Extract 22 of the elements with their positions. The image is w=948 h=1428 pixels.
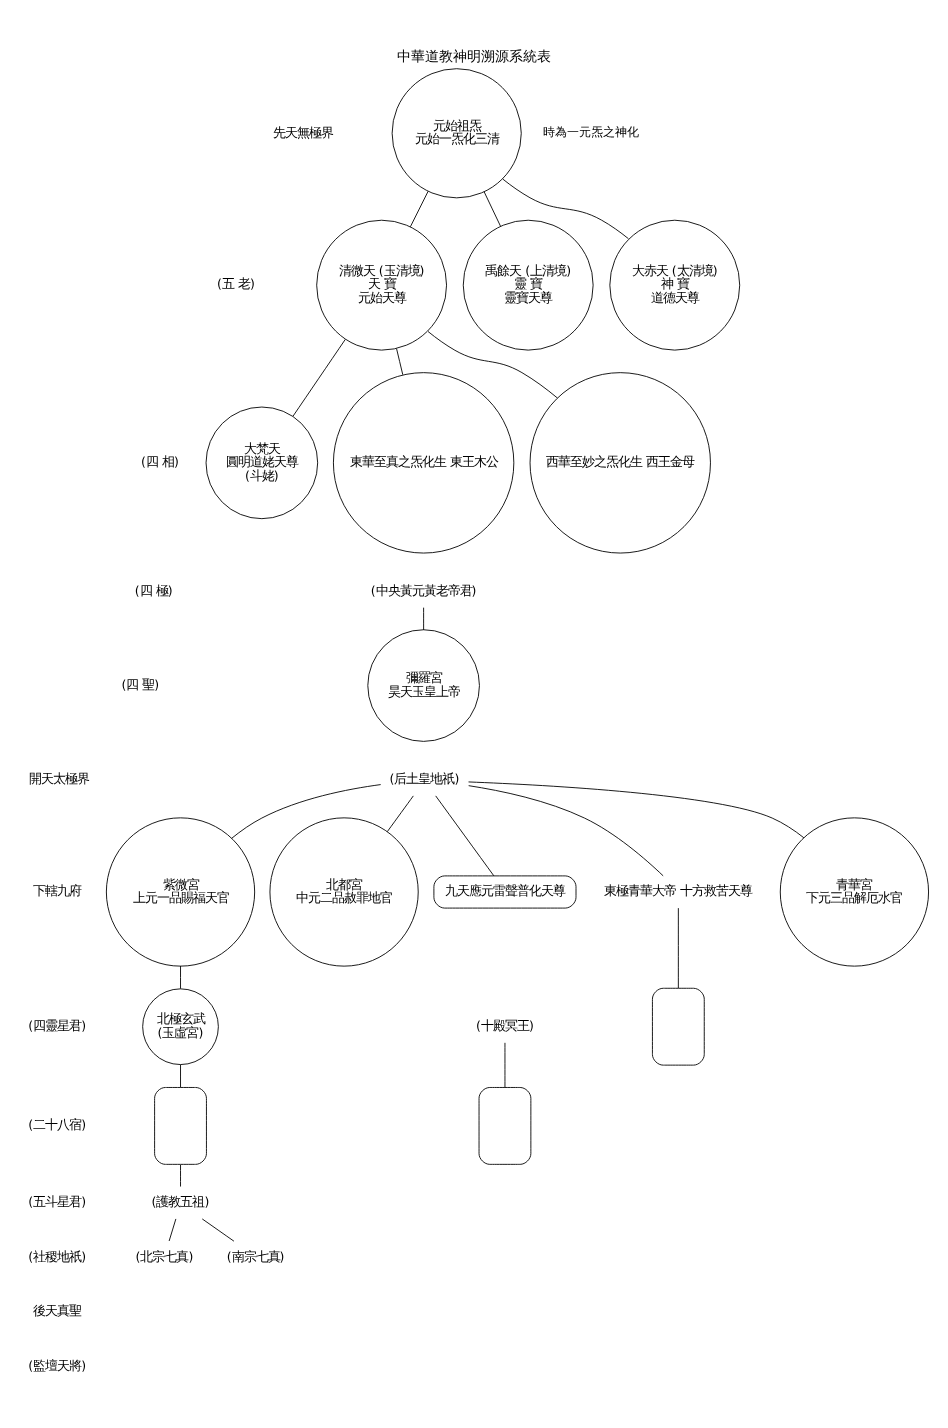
connector	[180, 1064, 181, 1088]
connector	[427, 331, 558, 399]
connector	[409, 190, 429, 228]
connector	[468, 785, 664, 877]
connector	[423, 607, 425, 631]
connector	[180, 1164, 181, 1187]
connector	[435, 795, 495, 877]
connector	[396, 348, 404, 376]
connector	[502, 178, 629, 240]
connector	[180, 965, 181, 990]
node-box	[478, 1087, 532, 1165]
connector	[504, 1042, 506, 1088]
connector	[386, 795, 414, 833]
connector	[201, 1218, 235, 1242]
connector	[468, 781, 805, 839]
connector	[168, 1218, 177, 1242]
connector	[483, 191, 501, 227]
node-box	[154, 1087, 207, 1165]
connector	[231, 784, 382, 839]
connector	[292, 338, 346, 417]
node-box	[652, 987, 705, 1066]
connector	[677, 907, 679, 989]
